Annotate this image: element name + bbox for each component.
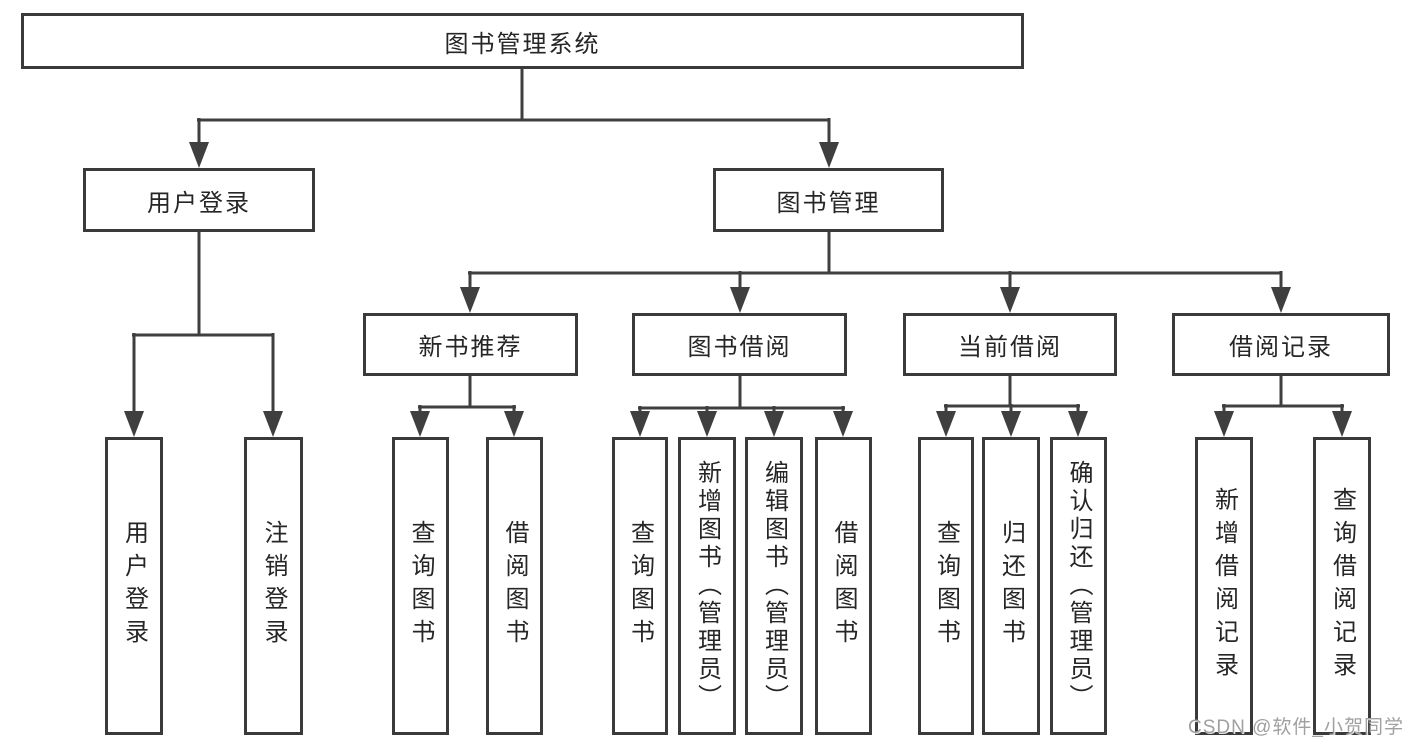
leaf-newbook-query-books: 查询图书 bbox=[392, 437, 449, 735]
leaf-confirm-return-admin-label: 确认归还（管理员） bbox=[1065, 460, 1092, 712]
leaf-newbook-query-books-label: 查询图书 bbox=[407, 520, 434, 652]
leaf-add-borrow-record-label: 新增借阅记录 bbox=[1210, 487, 1238, 685]
node-borrowing-records-label: 借阅记录 bbox=[1229, 334, 1333, 361]
node-root: 图书管理系统 bbox=[21, 13, 1024, 69]
connector-book-management-to-level3 bbox=[460, 232, 1291, 313]
leaf-borrowing-query-books: 查询图书 bbox=[612, 437, 668, 735]
node-current-borrowing-label: 当前借阅 bbox=[958, 334, 1062, 361]
node-book-borrowing-label: 图书借阅 bbox=[687, 334, 792, 361]
leaf-current-query-books-label: 查询图书 bbox=[932, 520, 960, 652]
node-book-borrowing: 图书借阅 bbox=[632, 313, 847, 376]
leaf-return-books: 归还图书 bbox=[982, 437, 1040, 735]
node-new-book-recommend: 新书推荐 bbox=[363, 313, 578, 376]
leaf-user-login-label: 用户登录 bbox=[120, 520, 148, 652]
node-user-login-label: 用户登录 bbox=[147, 189, 251, 217]
leaf-add-books-admin: 新增图书（管理员） bbox=[678, 437, 736, 735]
connector-user-login-to-leaves bbox=[124, 232, 283, 437]
leaf-newbook-borrow-books: 借阅图书 bbox=[486, 437, 543, 735]
leaf-return-books-label: 归还图书 bbox=[997, 520, 1025, 652]
leaf-add-books-admin-label: 新增图书（管理员） bbox=[693, 460, 721, 712]
leaf-edit-books-admin-label: 编辑图书（管理员） bbox=[760, 460, 788, 712]
connector-current-borrowing-to-leaves bbox=[936, 376, 1088, 437]
node-user-login: 用户登录 bbox=[83, 168, 315, 232]
leaf-logout: 注销登录 bbox=[244, 437, 303, 735]
node-book-management: 图书管理 bbox=[713, 168, 944, 232]
node-book-management-label: 图书管理 bbox=[776, 189, 881, 217]
leaf-current-query-books: 查询图书 bbox=[918, 437, 974, 735]
connector-root-to-level2 bbox=[189, 69, 839, 168]
node-new-book-recommend-label: 新书推荐 bbox=[418, 334, 523, 361]
leaf-borrowing-borrow-books-label: 借阅图书 bbox=[830, 520, 857, 652]
node-root-label: 图书管理系统 bbox=[444, 30, 601, 58]
node-current-borrowing: 当前借阅 bbox=[903, 313, 1117, 376]
leaf-logout-label: 注销登录 bbox=[260, 520, 287, 652]
leaf-user-login: 用户登录 bbox=[105, 437, 163, 735]
csdn-watermark: CSDN @软件_小贺同学 bbox=[1188, 717, 1404, 738]
leaf-confirm-return-admin: 确认归还（管理员） bbox=[1050, 437, 1107, 735]
node-borrowing-records: 借阅记录 bbox=[1172, 313, 1390, 376]
connector-borrowing-records-to-leaves bbox=[1214, 376, 1352, 437]
leaf-newbook-borrow-books-label: 借阅图书 bbox=[501, 520, 528, 652]
leaf-query-borrow-record: 查询借阅记录 bbox=[1313, 437, 1371, 735]
leaf-borrowing-borrow-books: 借阅图书 bbox=[815, 437, 872, 735]
connector-book-borrowing-to-leaves bbox=[630, 376, 853, 437]
leaf-add-borrow-record: 新增借阅记录 bbox=[1195, 437, 1253, 735]
leaf-query-borrow-record-label: 查询借阅记录 bbox=[1328, 487, 1356, 685]
leaf-borrowing-query-books-label: 查询图书 bbox=[626, 520, 654, 652]
leaf-edit-books-admin: 编辑图书（管理员） bbox=[745, 437, 803, 735]
connector-new-book-recommend-to-leaves bbox=[410, 376, 524, 437]
